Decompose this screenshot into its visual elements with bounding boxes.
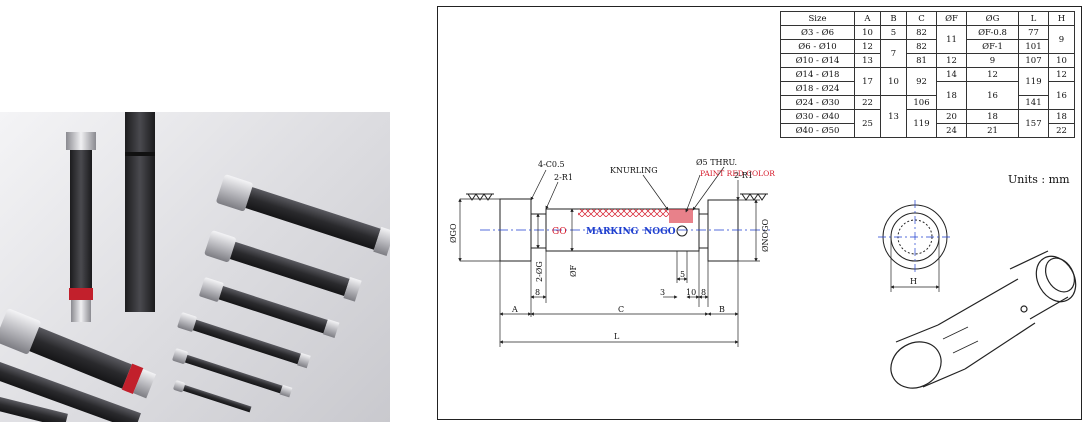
units-label: Units : mm [1008,173,1070,186]
cell-b: 13 [880,95,907,138]
header-l: L [1018,11,1049,26]
cell-c: 82 [906,25,937,40]
cell-h: 10 [1048,53,1075,68]
cell-h: 9 [1048,25,1075,54]
cell-a: 10 [854,25,881,40]
cell-g: ØF-1 [966,39,1019,54]
cell-g: 18 [966,109,1019,124]
cell-f: 20 [936,109,967,124]
header-size: Size [780,11,855,26]
gauge-foreground-2 [0,362,141,422]
cell-size: Ø18 - Ø24 [780,81,855,96]
cell-c: 106 [906,95,937,110]
table-row: Ø24 - Ø30 22 13 106 141 [780,95,1075,138]
go-neck [530,213,547,249]
table-row: Ø30 - Ø40 25 119 20 18 157 18 [780,109,1075,138]
header-c: C [906,11,937,26]
cell-size: Ø30 - Ø40 [780,109,855,124]
cell-f: 14 [936,67,967,82]
header-h: H [1048,11,1075,26]
surface-finish-left [466,193,494,201]
cell-c: 82 [906,39,937,54]
cell-h: 22 [1048,123,1075,138]
header-b: B [880,11,907,26]
cell-g: 12 [966,67,1019,82]
gauge-foreground-3 [0,397,68,422]
gauge-diagonal-3 [199,277,340,338]
cell-l: 119 [1018,67,1049,96]
cell-l: 101 [1018,39,1049,54]
cell-b: 10 [880,67,907,96]
cell-size: Ø3 - Ø6 [780,25,855,40]
cell-h: 18 [1048,109,1075,124]
table-row: Ø14 - Ø18 17 10 92 14 12 119 12 [780,67,1075,96]
cell-a: 17 [854,67,881,96]
cell-g: ØF-0.8 [966,25,1019,40]
thru-hole [676,225,688,237]
cell-l: 77 [1018,25,1049,40]
gauge-diagonal-1 [216,174,390,256]
cell-c: 119 [906,109,937,138]
cell-a: 25 [854,109,881,138]
cell-a: 22 [854,95,881,110]
product-photo [0,112,390,422]
gauge-diagonal-2 [204,230,362,302]
cell-g: 9 [966,53,1019,68]
cell-f: 24 [936,123,967,138]
gauge-vertical-tall [125,112,155,312]
knurling-band [578,209,669,217]
cell-h: 16 [1048,81,1075,110]
header-g: ØG [966,11,1019,26]
cell-c: 92 [906,67,937,96]
red-paint-band [669,209,693,223]
plug-gauges-photo [0,112,390,422]
table-row: Ø40 - Ø50 24 21 22 [780,123,1075,138]
gauge-foreground [0,308,156,399]
cell-f: 18 [936,81,967,110]
cell-size: Ø14 - Ø18 [780,67,855,82]
gauge-diagonal-6 [173,380,252,413]
header-f: ØF [936,11,967,26]
spec-table: Size A B C ØF ØG L H Ø3 - Ø6 10 5 82 11 … [780,11,1075,138]
nogo-neck [698,213,709,249]
cell-l: 107 [1018,53,1049,68]
cell-g: 21 [966,123,1019,138]
cell-l: 141 [1018,95,1049,110]
cell-g: 16 [966,81,1019,110]
cell-size: Ø40 - Ø50 [780,123,855,138]
table-row: Ø18 - Ø24 18 16 16 [780,81,1075,110]
surface-finish-right [740,193,768,201]
gauge-diagonal-4 [177,312,311,369]
cell-b: 7 [880,39,907,68]
cell-l: 157 [1018,109,1049,138]
cell-a: 13 [854,53,881,68]
table-row: Ø10 - Ø14 13 81 12 9 107 10 [780,53,1075,68]
cell-b: 5 [880,25,907,40]
cell-c: 81 [906,53,937,68]
nogo-head [707,199,739,262]
gauge-drawing-svg [458,166,1077,389]
technical-drawing: 4-C0.5 2-R1 KNURLING PAINT RED COLOR Ø5 … [437,6,1082,420]
isometric-view [890,250,1077,389]
header-a: A [854,11,881,26]
cell-h: 12 [1048,67,1075,82]
gauge-vertical-left [66,132,96,322]
cell-size: Ø10 - Ø14 [780,53,855,68]
table-row: Ø3 - Ø6 10 5 82 11 ØF-0.8 77 9 [780,25,1075,54]
cell-f: 12 [936,53,967,68]
gauge-diagonal-5 [172,348,293,398]
cell-size: Ø6 - Ø10 [780,39,855,54]
spec-table-header-row: Size A B C ØF ØG L H [780,11,1075,26]
cell-f: 11 [936,25,967,54]
cell-a: 12 [854,39,881,54]
cell-size: Ø24 - Ø30 [780,95,855,110]
table-row: Ø6 - Ø10 12 7 82 ØF-1 101 [780,39,1075,68]
end-view [878,200,952,292]
